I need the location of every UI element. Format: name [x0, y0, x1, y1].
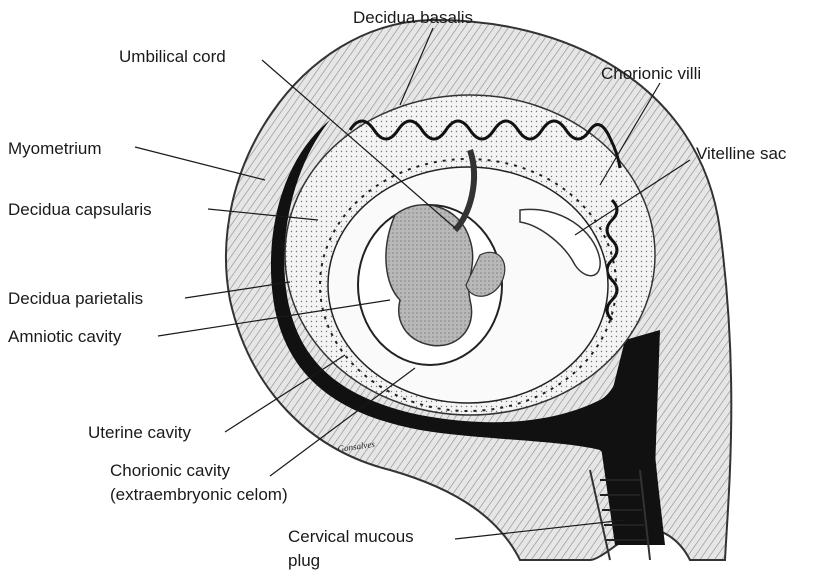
label-umbilical-cord: Umbilical cord [119, 47, 226, 66]
label-decidua-parietalis: Decidua parietalis [8, 289, 143, 308]
label-chorionic-cavity-sub: (extraembryonic celom) [110, 485, 288, 504]
label-decidua-capsularis: Decidua capsularis [8, 200, 152, 219]
label-cervical-mucous-plug: Cervical mucous [288, 527, 414, 546]
label-amniotic-cavity: Amniotic cavity [8, 327, 122, 346]
label-cervical-mucous-plug-line2: plug [288, 551, 320, 570]
label-chorionic-villi: Chorionic villi [601, 64, 701, 83]
label-chorionic-cavity: Chorionic cavity [110, 461, 230, 480]
label-vitelline-sac: Vitelline sac [696, 144, 787, 163]
label-myometrium: Myometrium [8, 139, 102, 158]
label-uterine-cavity: Uterine cavity [88, 423, 191, 442]
label-decidua-basalis: Decidua basalis [353, 8, 473, 27]
